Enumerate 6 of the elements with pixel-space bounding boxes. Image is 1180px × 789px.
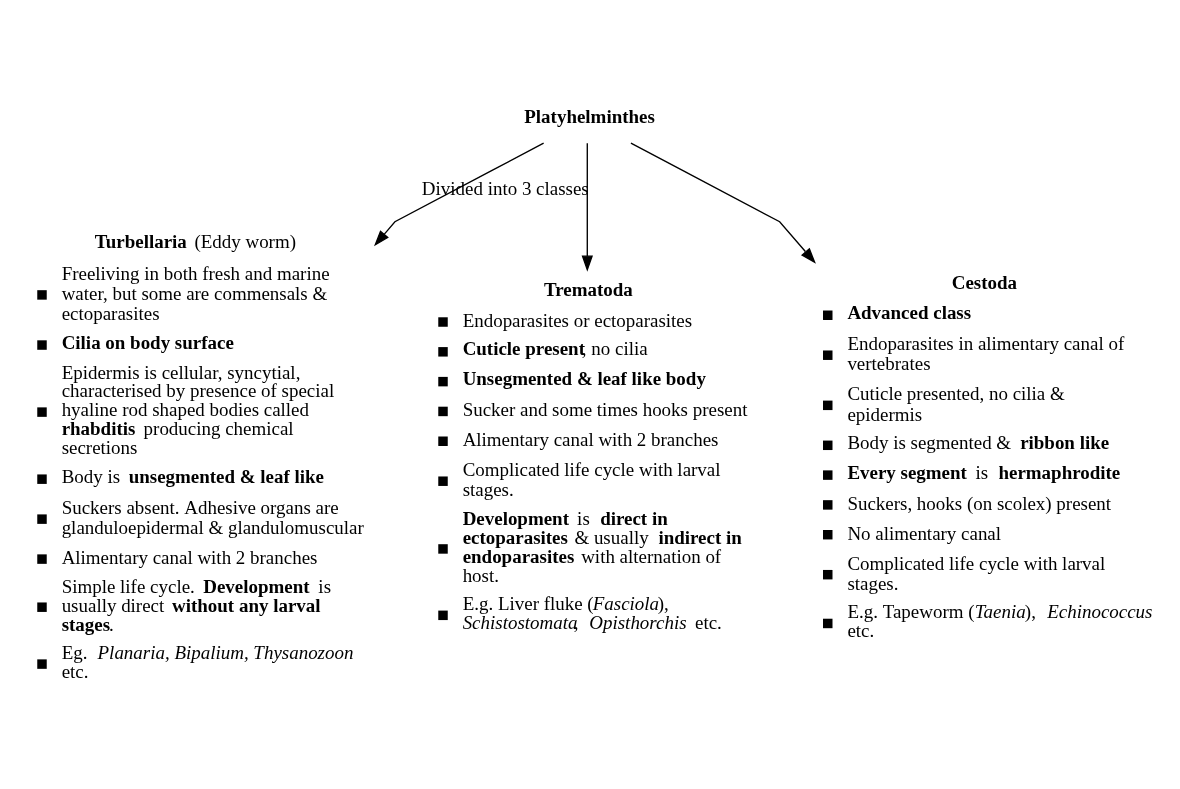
node-text: Turbellaria (Eddy worm) Freeliving in both fresh and marine water, but some are commensals & ectoparasites Cilia on body surface Epidermis is cellular, syncytial, characterised by presence of special hyaline rod shaped bodies called rhabditis producing chemical secretions Body is unsegmented & leaf like Suckers absent. Adhesive organs are glanduloepidermal & glandulomuscular Alimentary canal with 2 branches Simple life cycle. Development is usually direct without any larval stages. Eg. Planaria, Bipalium, Thysanozoon etc.	[61, 231, 364, 682]
node-text: Trematoda Endoparasites or ectoparasites Cuticle present, no cilia Unsegmented & leaf like body Sucker and some times hooks present Alimentary canal with 2 branches Complicated life cycle with larval stages. Development is direct in ectoparasites & usually indirect in endoparasites with alternation of host. E.g. Liver fluke (Fasciola), Schistostomata, Opisthorchis etc.	[462, 278, 748, 634]
node-text: Platyhelminthes	[524, 106, 655, 128]
node-text: Cestoda Advanced class Endoparasites in alimentary canal of vertebrates Cuticle presented, no cilia & epidermis Body is segmented & ribbon like Every segment is hermaphrodite Suckers, hooks (on scolex) present No alimentary canal Complicated life cycle with larval stages. E.g. Tapeworm (Taenia), Echinococcus etc.	[847, 272, 1153, 642]
arrow	[581, 142, 593, 272]
arrow	[630, 142, 816, 264]
